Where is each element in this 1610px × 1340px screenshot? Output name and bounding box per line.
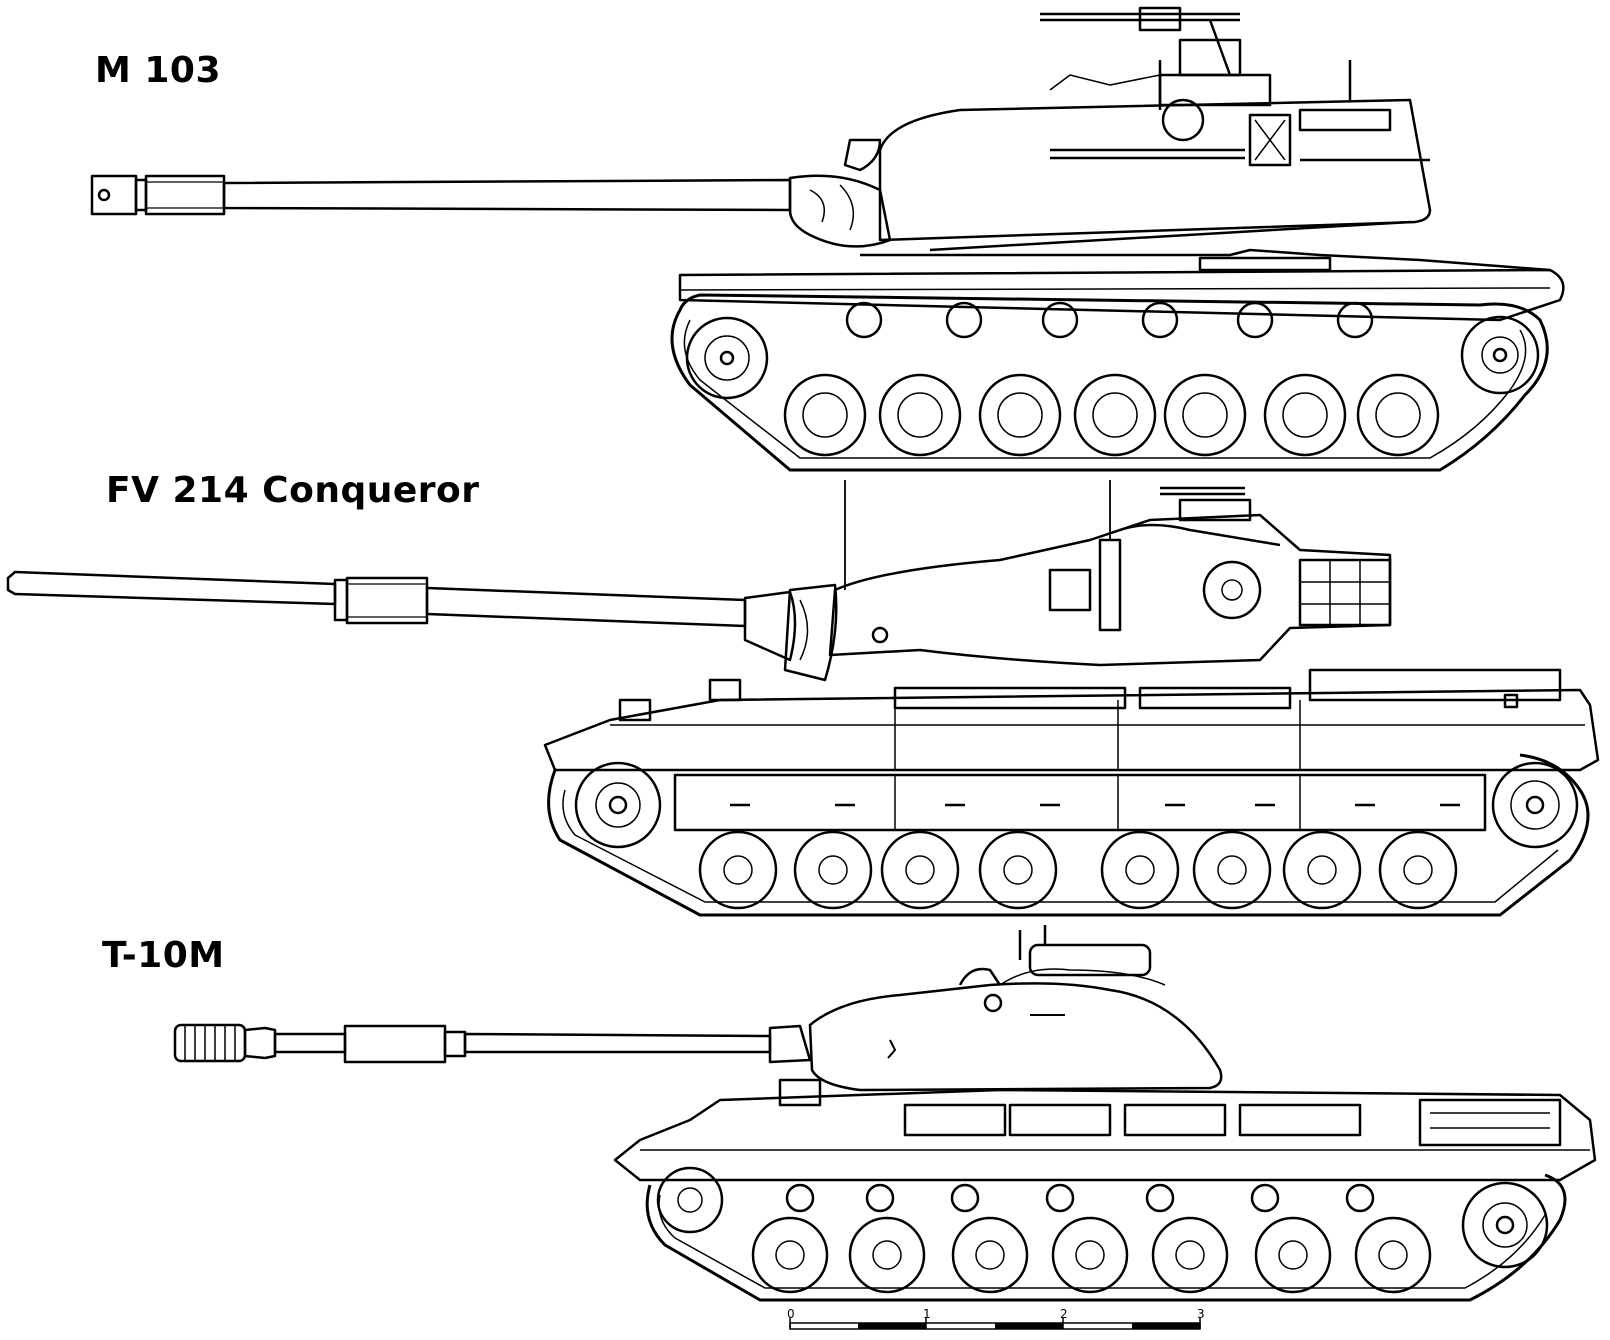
t10m-hull [613,1078,1597,1182]
tank-label-fv214-conqueror: FV 214 Conqueror [106,470,480,511]
fv214-hull [543,668,1600,772]
m103-idler [685,316,769,400]
scale-tick-3: 3 [1197,1307,1205,1321]
m103-sprocket [1460,315,1540,395]
m103-road-wheels [783,373,1440,457]
scale-tick-2: 2 [1060,1307,1068,1321]
m103-hull [678,248,1565,322]
m103-drawing [90,6,1565,472]
m103-gun [90,138,892,248]
tank-label-t10m: T-10M [102,935,225,976]
fv214-side-skirt [673,773,1487,832]
fv214-turret [828,480,1392,667]
fv214-track [547,753,1590,917]
t10m-sprocket [1461,1181,1549,1269]
t10m-return-rollers [785,1183,1375,1213]
fv214-drawing [6,480,1600,917]
tank-label-m103: M 103 [95,50,222,91]
t10m-track [645,1173,1567,1302]
t10m-road-wheels [751,1216,1432,1294]
fv214-gun [6,570,838,682]
t10m-turret [808,925,1223,1092]
t10m-drawing [173,925,1597,1302]
scale-tick-0: 0 [787,1307,795,1321]
fv214-sprocket [1491,761,1579,849]
t10m-idler [656,1166,724,1234]
fv214-idler [574,761,662,849]
m103-return-rollers [845,301,1374,339]
scale-tick-1: 1 [923,1307,931,1321]
m103-turret [878,6,1432,252]
t10m-gun [173,1023,812,1064]
fv214-road-wheels [698,830,1458,910]
scale-bar: 0 1 2 3 [787,1307,1205,1330]
